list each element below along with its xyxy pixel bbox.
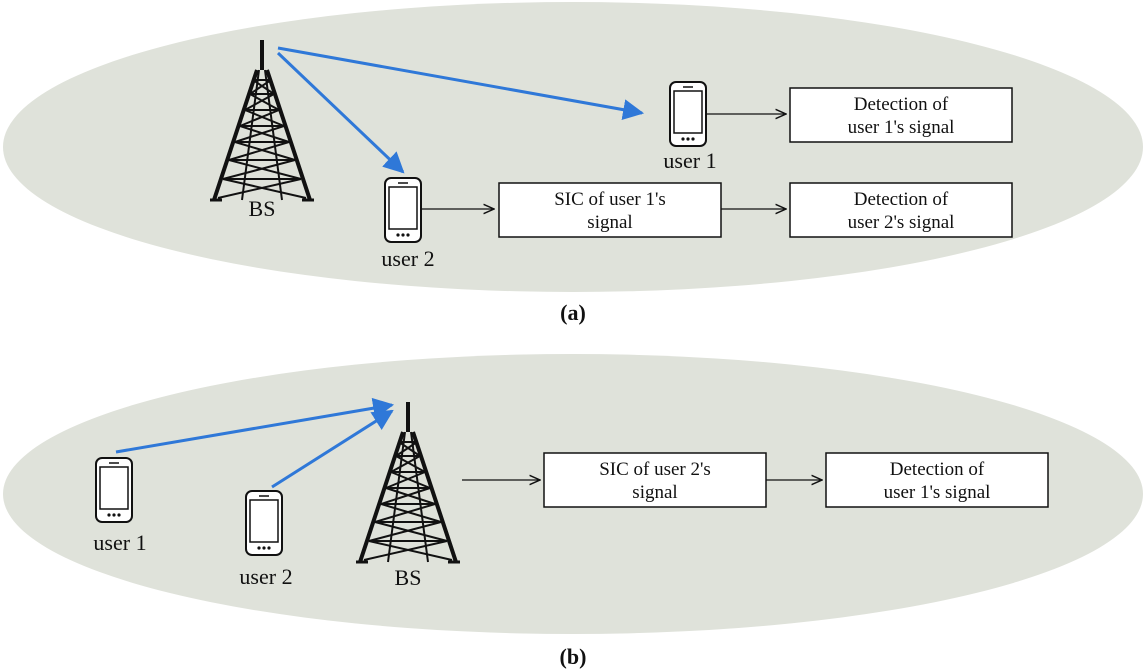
signal-arrow-to-user2 — [276, 51, 405, 174]
detection-user1-box-b-line2: user 1's signal — [884, 482, 991, 503]
sic-user1-box-a-line2: signal — [587, 212, 632, 233]
user2-label-b: user 2 — [239, 564, 292, 589]
caption-b: (b) — [560, 644, 587, 669]
sic-user2-box-b: SIC of user 2's signal — [543, 452, 767, 508]
coverage-ellipse-a — [3, 2, 1143, 292]
signal-arrow-to-user1 — [277, 46, 645, 121]
user1-label-b: user 1 — [93, 530, 146, 555]
user2-label-a: user 2 — [381, 246, 434, 271]
detection-user2-box-a-line1: Detection of — [854, 189, 949, 210]
user1-label-a: user 1 — [663, 148, 716, 173]
user2-phone-icon-b — [245, 490, 283, 556]
signal-arrow-from-user2 — [271, 409, 394, 489]
detection-user2-box-a: Detection of user 2's signal — [789, 182, 1013, 238]
detection-user1-box-a: Detection of user 1's signal — [789, 87, 1013, 143]
panel-b: BS user 1 user 2 SIC of user 2's signal … — [3, 354, 1143, 669]
sic-user2-box-b-line2: signal — [632, 482, 677, 503]
bs-label-a: BS — [249, 196, 276, 221]
sic-user1-box-a-line1: SIC of user 1's — [554, 189, 666, 210]
sic-user1-box-a: SIC of user 1's signal — [498, 182, 722, 238]
detection-user1-box-a-line1: Detection of — [854, 94, 949, 115]
panel-a: BS user 1 Detection of user 1's signal u… — [3, 2, 1143, 325]
caption-a: (a) — [560, 300, 586, 325]
bs-label-b: BS — [395, 565, 422, 590]
detection-user1-box-b: Detection of user 1's signal — [825, 452, 1049, 508]
user2-phone-icon — [384, 177, 422, 243]
detection-user2-box-a-line2: user 2's signal — [848, 212, 955, 233]
sic-user2-box-b-line1: SIC of user 2's — [599, 459, 711, 480]
user1-phone-icon — [669, 81, 707, 147]
detection-user1-box-a-line2: user 1's signal — [848, 117, 955, 138]
signal-arrow-from-user1 — [115, 397, 395, 454]
detection-user1-box-b-line1: Detection of — [890, 459, 985, 480]
user1-phone-icon-b — [95, 457, 133, 523]
